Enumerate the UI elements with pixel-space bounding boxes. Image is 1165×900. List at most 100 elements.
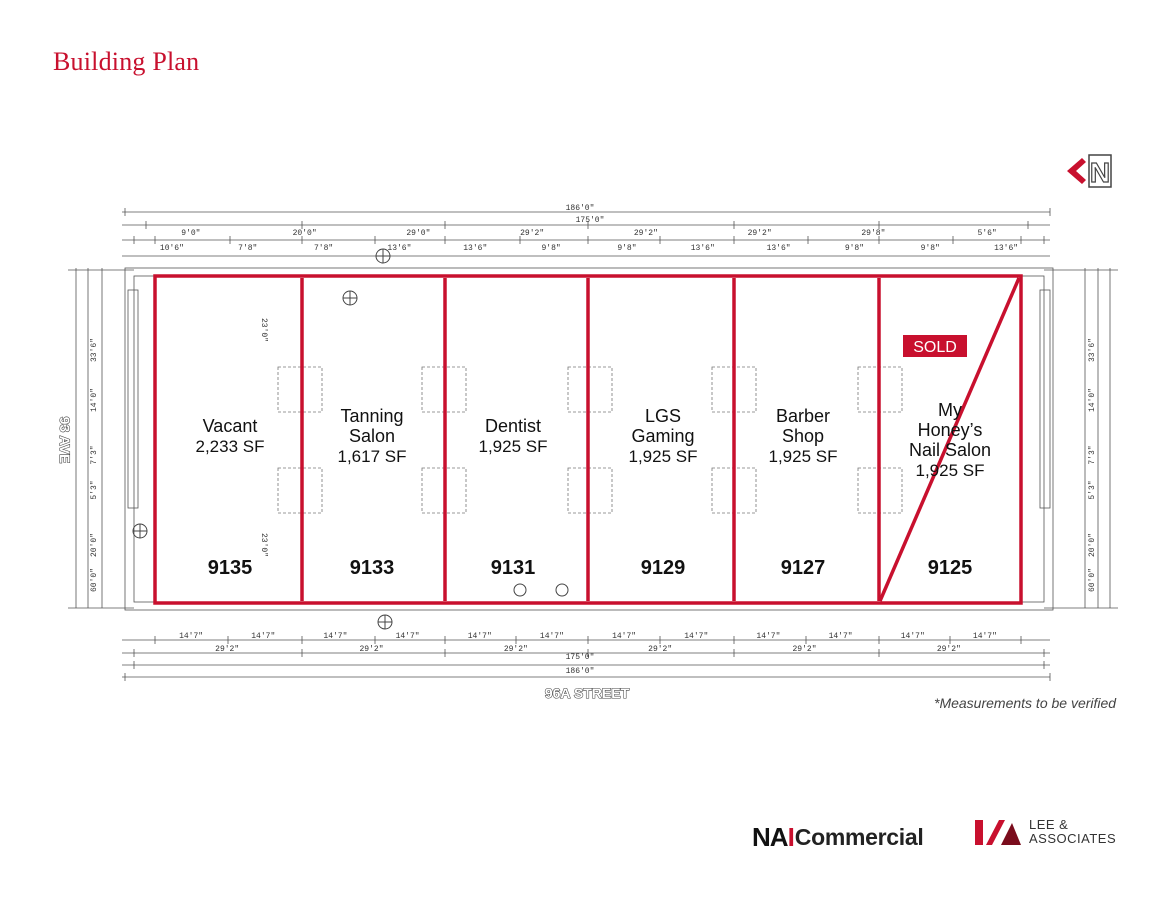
dim-label: 14'7" (612, 632, 636, 641)
dim-label: 29'2" (748, 229, 772, 238)
dim-label: 14'7" (179, 632, 203, 641)
dim-label: 13'6" (463, 244, 487, 253)
unit-area: 1,617 SF (338, 447, 407, 466)
dim-label: 9'8" (617, 244, 636, 253)
dim-label: 7'8" (238, 244, 257, 253)
dim-label: 14'7" (829, 632, 853, 641)
dim-label: 13'6" (767, 244, 791, 253)
unit-name-line: Nail Salon (909, 440, 991, 460)
dim-label: 7'8" (314, 244, 333, 253)
unit-outlines (153, 274, 1023, 605)
dim-label: 14'7" (396, 632, 420, 641)
dim-label: 14'7" (684, 632, 708, 641)
unit-number: 9133 (350, 557, 395, 579)
unit-name-line: Barber (776, 406, 830, 426)
unit-name-line: Tanning (340, 406, 403, 426)
unit-number: 9129 (641, 557, 686, 579)
street-bottom: 96A STREET (545, 685, 630, 701)
dim-side-label: 60'0" (90, 568, 99, 592)
lee-associates-icon (975, 820, 1021, 845)
dim-label: 29'2" (648, 645, 672, 654)
dim-label: 29'2" (215, 645, 239, 654)
sold-badge: SOLD (903, 335, 967, 357)
north-label: N (1090, 157, 1110, 188)
unit-area: 1,925 SF (916, 461, 985, 480)
dim-side-label: 33'6" (90, 338, 99, 362)
dim-label: 9'8" (921, 244, 940, 253)
dim-side-label: 5'3" (90, 480, 99, 499)
dim-label: 9'8" (541, 244, 560, 253)
unit-name-line: Dentist (485, 416, 541, 436)
dim-bottom-inner: 175'0" (566, 653, 595, 662)
unit-area: 2,233 SF (196, 437, 265, 456)
dim-top-total: 186'0" (566, 204, 595, 213)
dim-label: 13'6" (994, 244, 1018, 253)
nai-mark: NAI (752, 821, 795, 852)
sold-strike (878, 277, 1021, 602)
lee-associates-text: LEE & ASSOCIATES (1029, 817, 1117, 846)
unit-name-line: Honey’s (918, 420, 983, 440)
lee-associates-logo: LEE & ASSOCIATES (975, 817, 1116, 847)
dim-interior-label: 23'0" (259, 533, 268, 557)
dim-side-label: 7'3" (90, 445, 99, 464)
dim-label: 29'2" (504, 645, 528, 654)
dim-top-inner: 175'0" (576, 216, 605, 225)
dim-label: 14'7" (251, 632, 275, 641)
dim-bottom-total: 186'0" (566, 667, 595, 676)
dim-side-label: 33'6" (1088, 338, 1097, 362)
unit-number: 9125 (928, 557, 973, 579)
dim-label: 14'7" (901, 632, 925, 641)
dim-label: 29'2" (937, 645, 961, 654)
dim-side-label: 20'0" (90, 533, 99, 557)
dim-interior-label: 23'0" (259, 318, 268, 342)
fixture-box (567, 467, 613, 514)
unit-number: 9131 (491, 557, 536, 579)
dim-label: 29'2" (359, 645, 383, 654)
dim-side-label: 60'0" (1088, 568, 1097, 592)
dim-label: 5'6" (978, 229, 997, 238)
dim-label: 14'7" (540, 632, 564, 641)
page-title: Building Plan (53, 47, 200, 76)
unit-area: 1,925 SF (629, 447, 698, 466)
dim-label: 20'0" (293, 229, 317, 238)
section-markers (132, 248, 569, 630)
nai-commercial-logo: NAI Commercial (752, 821, 924, 852)
dim-label: 14'7" (973, 632, 997, 641)
unit-area: 1,925 SF (479, 437, 548, 456)
unit-name-line: Vacant (203, 416, 258, 436)
dim-label: 9'0" (181, 229, 200, 238)
unit-name-line: Gaming (631, 426, 694, 446)
fixture-box (277, 467, 323, 514)
dim-label: 10'6" (160, 244, 184, 253)
dim-label: 13'6" (691, 244, 715, 253)
dimension-ticks (124, 208, 1051, 681)
north-arrow-icon: N (1067, 154, 1112, 189)
sold-label: SOLD (913, 339, 957, 356)
fixture-box (567, 366, 613, 413)
unit-name-line: LGS (645, 406, 681, 426)
dim-label: 29'8" (861, 229, 885, 238)
unit-name-line: My (938, 400, 962, 420)
dim-side-label: 20'0" (1088, 533, 1097, 557)
dim-label: 14'7" (756, 632, 780, 641)
dim-label: 14'7" (323, 632, 347, 641)
street-left: 93 AVE (57, 417, 73, 464)
dim-label: 13'6" (387, 244, 411, 253)
architectural-lines (68, 211, 1118, 678)
dim-label: 29'0" (406, 229, 430, 238)
unit-area: 1,925 SF (769, 447, 838, 466)
measurement-note: *Measurements to be verified (934, 695, 1117, 711)
unit-name-line: Salon (349, 426, 395, 446)
unit-name-line: Shop (782, 426, 824, 446)
nai-wordmark: Commercial (794, 823, 924, 850)
dim-label: 14'7" (468, 632, 492, 641)
dim-label: 29'2" (634, 229, 658, 238)
fixture-box (277, 366, 323, 413)
dim-side-label: 7'3" (1088, 445, 1097, 464)
dim-side-label: 5'3" (1088, 480, 1097, 499)
dim-label: 9'8" (845, 244, 864, 253)
dim-label: 29'2" (520, 229, 544, 238)
unit-number: 9135 (208, 557, 253, 579)
dimension-labels: 186'0" 175'0" 175'0" 186'0" 9'0" 20'0" 29'… (90, 204, 1097, 676)
